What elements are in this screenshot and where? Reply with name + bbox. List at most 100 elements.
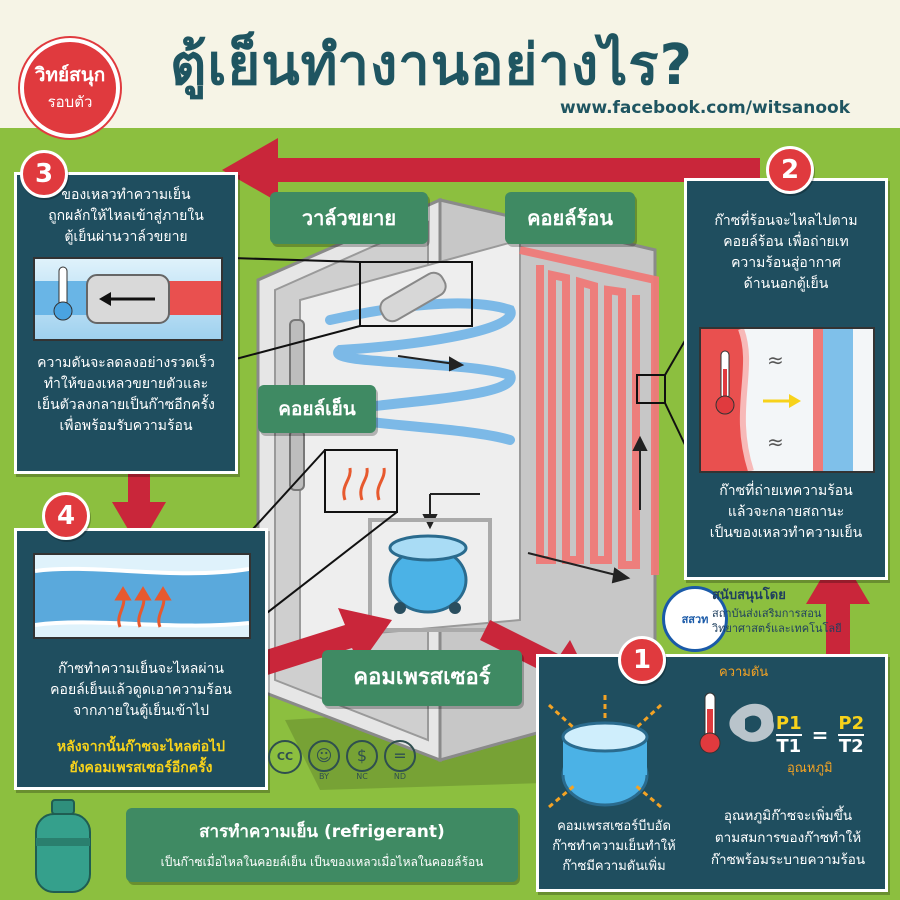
step3-line: ความดันจะลดลงอย่างรวดเร็ว <box>37 355 215 371</box>
step2-badge: 2 <box>766 146 814 194</box>
svg-text:≈: ≈ <box>767 430 784 454</box>
step1-text-right: อุณหภูมิก๊าซจะเพิ่มขึ้น ตามสมการของก๊าซท… <box>695 805 881 871</box>
refrigerant-title: สารทำความเย็น (refrigerant) <box>199 822 445 842</box>
cold-coil-tag: คอยล์เย็น <box>258 385 376 433</box>
thermometer-icon <box>53 266 73 321</box>
step3-line: ตู้เย็นผ่านวาล์วขยาย <box>64 229 188 245</box>
compressor-closeup <box>547 695 663 809</box>
step1-text-left: คอมเพรสเซอร์บีบอัด ก๊าซทำความเย็นทำให้ ก… <box>539 817 689 877</box>
cc-icon: CC <box>268 740 302 774</box>
step1-line: ก๊าซพร้อมระบายความร้อน <box>710 852 866 868</box>
flow-arrow-top <box>222 138 760 202</box>
step2-text-top: ก๊าซที่ร้อนจะไหลไปตาม คอยล์ร้อน เพื่อถ่า… <box>687 211 885 295</box>
step3-badge: 3 <box>20 150 68 198</box>
step3-inset <box>33 257 223 341</box>
valve-closeup <box>35 266 221 324</box>
sponsor-logo-text: สสวท <box>681 613 709 626</box>
step4-highlight: หลังจากนั้นก๊าซจะไหลต่อไป ยังคอมเพรสเซอร… <box>17 737 265 779</box>
step3-line: ทำให้ของเหลวขยายตัวและ <box>43 376 209 392</box>
step4-text: ก๊าซทำความเย็นจะไหลผ่าน คอยล์เย็นแล้วดูด… <box>17 659 265 722</box>
sponsor-org-line: วิทยาศาสตร์และเทคโนโลยี <box>712 622 842 635</box>
step4-line: คอยล์เย็นแล้วดูดเอาความร้อน <box>50 682 232 698</box>
sponsor-logo[interactable]: สสวท <box>662 586 728 652</box>
step2-panel: ก๊าซที่ร้อนจะไหลไปตาม คอยล์ร้อน เพื่อถ่า… <box>684 178 888 580</box>
step1-line: ก๊าซทำความเย็นทำให้ <box>552 839 676 854</box>
compression-arrows <box>547 695 663 809</box>
heat-arrows <box>114 586 172 628</box>
nc-label: NC <box>356 772 368 781</box>
hot-coil-tag: คอยล์ร้อน <box>505 192 635 244</box>
step2-line: ก๊าซที่ร้อนจะไหลไปตาม <box>714 213 858 229</box>
cold-coil-closeup <box>35 566 249 628</box>
step1-line: ตามสมการของก๊าซทำให้ <box>714 830 862 846</box>
t1-label: T1 <box>776 736 802 757</box>
inner-flow-arrows <box>397 355 648 584</box>
svg-text:≈: ≈ <box>767 348 784 372</box>
hot-coil <box>519 246 659 575</box>
step2-text-bottom: ก๊าซที่ถ่ายเทความร้อน แล้วจะกลายสถานะ เป… <box>687 481 885 544</box>
gas-cylinder-icon <box>35 799 91 893</box>
step2-line: เป็นของเหลวทำความเย็น <box>709 525 863 541</box>
thermometer-icon <box>699 692 721 754</box>
logo-line1: วิทย์สนุก <box>34 64 106 86</box>
page-title: ตู้เย็นทำงานอย่างไร? <box>170 33 693 98</box>
compressor-unit <box>368 518 492 632</box>
valve-tag: วาล์วขยาย <box>270 192 428 244</box>
step3-panel: ของเหลวทำความเย็น ถูกผลักให้ไหลเข้าสู่ภา… <box>14 172 238 474</box>
step4-panel: ก๊าซทำความเย็นจะไหลผ่าน คอยล์เย็นแล้วดูด… <box>14 528 268 790</box>
flow-arrow-left-down <box>112 468 166 548</box>
nd-icon: = ND <box>384 740 416 781</box>
step3-line: ของเหลวทำความเย็น <box>61 187 191 203</box>
thermometer-icon <box>715 350 735 415</box>
step4-highlight-line: ยังคอมเพรสเซอร์อีกครั้ง <box>69 760 213 776</box>
gas-thermometer-illustration <box>699 692 774 754</box>
step2-line: ด้านนอกตู้เย็น <box>743 276 829 292</box>
step2-inset: ≈ ≈ <box>699 327 875 473</box>
step3-line: เพื่อพร้อมรับความร้อน <box>59 418 193 434</box>
temperature-label: อุณหภูมิ <box>787 761 833 776</box>
step4-line: ก๊าซทำความเย็นจะไหลผ่าน <box>57 661 224 677</box>
sponsor-org: สถาบันส่งเสริมการสอน วิทยาศาสตร์และเทคโน… <box>712 606 842 636</box>
sponsor-label: สนับสนุนโดย <box>712 588 786 603</box>
equals-sign: = <box>811 723 829 747</box>
facebook-url[interactable]: www.facebook.com/witsanook <box>560 98 850 118</box>
by-label: BY <box>319 772 329 781</box>
refrigerant-box: สารทำความเย็น (refrigerant) เป็นก๊าซเมื่… <box>126 808 518 882</box>
step1-line: อุณหภูมิก๊าซจะเพิ่มขึ้น <box>723 808 853 824</box>
step3-line: ถูกผลักให้ไหลเข้าสู่ภายใน <box>48 208 204 224</box>
compressor-tag: คอมเพรสเซอร์ <box>322 650 522 706</box>
step4-badge: 4 <box>42 492 90 540</box>
expansion-valve <box>379 271 447 323</box>
flow-arrow-to-compressor <box>250 608 392 678</box>
pressure-label: ความดัน <box>719 665 769 680</box>
step3-text-top: ของเหลวทำความเย็น ถูกผลักให้ไหลเข้าสู่ภา… <box>17 185 235 248</box>
step2-line: แล้วจะกลายสถานะ <box>727 504 845 520</box>
step1-line: คอมเพรสเซอร์บีบอัด <box>557 819 671 834</box>
gas-law-equation: P1 T1 = P2 T2 <box>765 713 875 757</box>
step4-line: จากภายในตู้เย็นเข้าไป <box>72 703 210 719</box>
step2-line: ก๊าซที่ถ่ายเทความร้อน <box>719 483 853 499</box>
step4-highlight-line: หลังจากนั้นก๊าซจะไหลต่อไป <box>56 739 226 755</box>
step3-text-bottom: ความดันจะลดลงอย่างรวดเร็ว ทำให้ของเหลวขย… <box>17 353 235 437</box>
step1-badge: 1 <box>618 636 666 684</box>
p1-label: P1 <box>775 713 802 736</box>
refrigerant-desc: เป็นก๊าซเมื่อไหลในคอยล์เย็น เป็นของเหลวเ… <box>160 855 484 869</box>
nd-label: ND <box>393 772 407 781</box>
step1-line: ก๊าซมีความดันเพิ่ม <box>562 859 666 874</box>
brand-logo[interactable]: วิทย์สนุก รอบตัว <box>20 38 120 138</box>
heat-arrows-small <box>342 467 386 501</box>
header-band <box>0 0 900 128</box>
step3-line: เย็นตัวลงกลายเป็นก๊าซอีกครั้ง <box>37 397 215 413</box>
step2-line: ความร้อนสู่อากาศ <box>731 255 841 271</box>
t2-label: T2 <box>838 736 864 757</box>
cc-license[interactable]: CC ☺ BY $ NC = ND <box>268 740 416 781</box>
step4-inset <box>33 553 251 639</box>
hot-coil-closeup: ≈ ≈ <box>701 329 853 471</box>
step2-line: คอยล์ร้อน เพื่อถ่ายเท <box>723 234 849 250</box>
sponsor-org-line: สถาบันส่งเสริมการสอน <box>712 607 822 620</box>
logo-line2: รอบตัว <box>47 93 93 111</box>
by-icon: ☺ BY <box>308 740 340 781</box>
step1-panel: ความดัน อุณหภูมิ P1 T1 = P2 T2 คอมเพรสเซ… <box>536 654 888 892</box>
p2-label: P2 <box>838 713 865 736</box>
